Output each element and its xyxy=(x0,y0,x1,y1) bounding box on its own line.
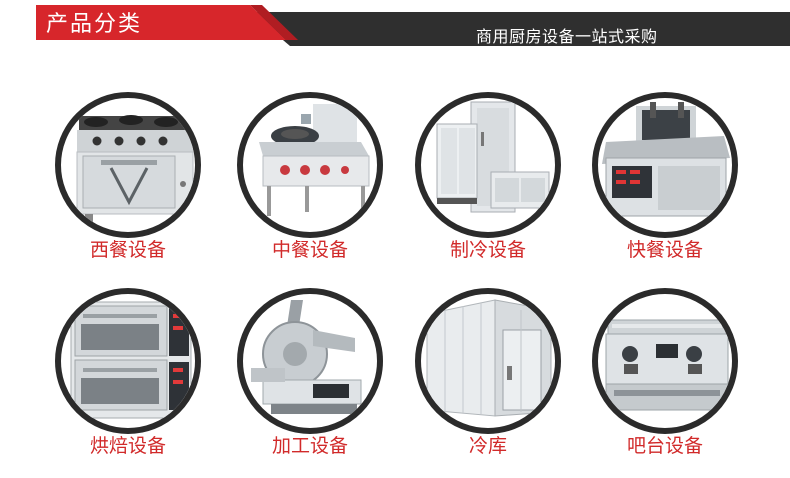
category-label: 烘焙设备 xyxy=(89,435,166,457)
section-title: 产品分类 xyxy=(46,12,143,37)
header-banner-shape xyxy=(36,5,790,46)
category-label: 加工设备 xyxy=(271,435,348,457)
category-baking[interactable]: 烘焙设备 xyxy=(55,288,235,468)
category-image xyxy=(592,288,738,434)
category-label: 快餐设备 xyxy=(626,239,703,261)
category-refrigeration[interactable]: 制冷设备 xyxy=(415,92,595,272)
cold-room-icon xyxy=(426,299,552,417)
chinese-stove-icon xyxy=(259,104,370,216)
category-label: 中餐设备 xyxy=(271,239,348,261)
section-tagline: 商用厨房设备一站式采购 xyxy=(476,27,658,46)
category-western[interactable]: 西餐设备 xyxy=(55,92,235,272)
category-image xyxy=(415,288,561,434)
section-header: 产品分类 商用厨房设备一站式采购 xyxy=(0,0,790,50)
refrigerator-icon xyxy=(436,101,550,213)
category-cold-room[interactable]: 冷库 xyxy=(415,288,595,468)
category-image xyxy=(55,288,201,434)
category-image xyxy=(237,288,383,434)
category-image xyxy=(415,92,561,238)
espresso-machine-icon xyxy=(605,319,729,411)
category-label: 制冷设备 xyxy=(449,239,526,261)
category-chinese[interactable]: 中餐设备 xyxy=(237,92,417,272)
category-label: 西餐设备 xyxy=(89,239,166,261)
category-bar[interactable]: 吧台设备 xyxy=(592,288,772,468)
fryer-icon xyxy=(602,102,730,217)
category-image xyxy=(592,92,738,238)
category-image xyxy=(55,92,201,238)
category-processing[interactable]: 加工设备 xyxy=(237,288,417,468)
category-label: 吧台设备 xyxy=(626,435,703,457)
category-label: 冷库 xyxy=(468,435,507,457)
western-range-icon xyxy=(76,115,194,226)
oven-icon xyxy=(70,301,192,419)
slicer-icon xyxy=(251,300,362,414)
category-fast-food[interactable]: 快餐设备 xyxy=(592,92,772,272)
category-image xyxy=(237,92,383,238)
